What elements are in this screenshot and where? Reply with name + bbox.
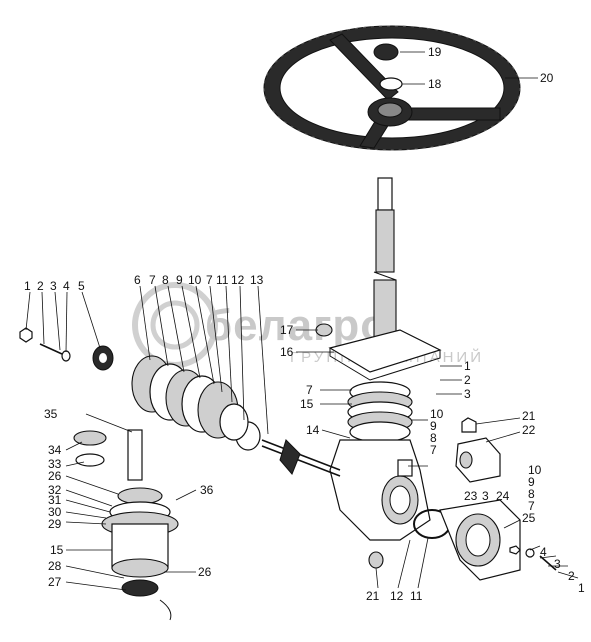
- watermark: белагро ГРУППА КОМПАНИЙ: [132, 282, 481, 368]
- callout-15b: 15: [50, 543, 64, 557]
- callout-1c: 1: [578, 581, 585, 595]
- gearbox-housing: [329, 439, 431, 541]
- callout-14: 14: [306, 423, 320, 437]
- callout-labels-top-right: 19 18 20: [428, 45, 554, 91]
- callout-11: 11: [216, 273, 229, 287]
- callout-1: 1: [24, 279, 31, 293]
- callout-20: 20: [540, 71, 554, 85]
- callout-labels-bottom: 21 12 11 4 3 2 1: [366, 545, 585, 603]
- callout-17: 17: [280, 323, 294, 337]
- callout-22: 22: [522, 423, 536, 437]
- callout-28: 28: [48, 559, 62, 573]
- right-side-parts: [368, 417, 557, 581]
- callout-25: 25: [522, 511, 536, 525]
- callout-16: 16: [280, 345, 294, 359]
- callout-3c: 3: [482, 489, 489, 503]
- callout-9b: 9: [430, 419, 437, 433]
- callout-21b: 21: [366, 589, 380, 603]
- callout-labels-left-column: 35 34 33 26 32 31 30 29 15 28 27 36 26: [44, 407, 214, 589]
- callout-26: 26: [48, 469, 62, 483]
- callout-19: 19: [428, 45, 442, 59]
- callout-9: 9: [176, 273, 183, 287]
- callout-31: 31: [48, 493, 62, 507]
- callout-10c: 10: [528, 463, 542, 477]
- callout-35: 35: [44, 407, 58, 421]
- callout-36: 36: [200, 483, 214, 497]
- callout-2c: 2: [568, 569, 575, 583]
- callout-34: 34: [48, 443, 62, 457]
- left-column-assembly: [73, 429, 179, 621]
- callout-26b: 26: [198, 565, 212, 579]
- callout-7c: 7: [306, 383, 313, 397]
- callout-7: 7: [149, 273, 156, 287]
- input-shaft: [235, 421, 341, 477]
- callout-10: 10: [188, 273, 202, 287]
- callout-8: 8: [162, 273, 169, 287]
- callout-3b: 3: [464, 387, 471, 401]
- callout-18: 18: [428, 77, 442, 91]
- steering-wheel: [263, 25, 521, 151]
- callout-29: 29: [48, 517, 62, 531]
- callout-13: 13: [250, 273, 264, 287]
- callout-27: 27: [48, 575, 62, 589]
- callout-32: 32: [48, 483, 62, 497]
- callout-labels-left-top: 1 2 3 4 5: [24, 279, 85, 293]
- callout-3d: 3: [554, 557, 561, 571]
- callout-3: 3: [50, 279, 57, 293]
- left-ring-stack: [131, 355, 249, 441]
- callout-8b: 8: [430, 431, 437, 445]
- callout-7e: 7: [528, 499, 535, 513]
- left-fasteners: [19, 327, 114, 371]
- callout-24: 24: [496, 489, 510, 503]
- callout-11b: 11: [410, 589, 423, 603]
- callout-21: 21: [522, 409, 536, 423]
- callout-33: 33: [48, 457, 62, 471]
- callout-15: 15: [300, 397, 314, 411]
- callout-12: 12: [231, 273, 245, 287]
- callout-5: 5: [78, 279, 85, 293]
- callout-4: 4: [63, 279, 70, 293]
- callout-30: 30: [48, 505, 62, 519]
- callout-12b: 12: [390, 589, 404, 603]
- callout-10b: 10: [430, 407, 444, 421]
- callout-labels-right-cover: 21 22 10 9 8 7 23 3 24 25: [464, 409, 542, 525]
- callout-labels-column: 17 16 7 15 14: [280, 323, 320, 437]
- upper-flange: [315, 323, 442, 381]
- callout-9c: 9: [528, 475, 535, 489]
- callout-8c: 8: [528, 487, 535, 501]
- callout-4b: 4: [540, 545, 547, 559]
- callout-labels-middle-top: 6 7 8 9 10 7 11 12 13: [134, 273, 264, 287]
- callout-labels-right-stack: 1 2 3 10 9 8 7: [430, 359, 471, 457]
- column-ring-stack: [347, 381, 413, 443]
- leader-lines: [25, 51, 579, 591]
- callout-1b: 1: [464, 359, 471, 373]
- callout-7b: 7: [206, 273, 213, 287]
- callout-7d: 7: [430, 443, 437, 457]
- callout-2b: 2: [464, 373, 471, 387]
- callout-23: 23: [464, 489, 478, 503]
- callout-2: 2: [37, 279, 44, 293]
- callout-6: 6: [134, 273, 141, 287]
